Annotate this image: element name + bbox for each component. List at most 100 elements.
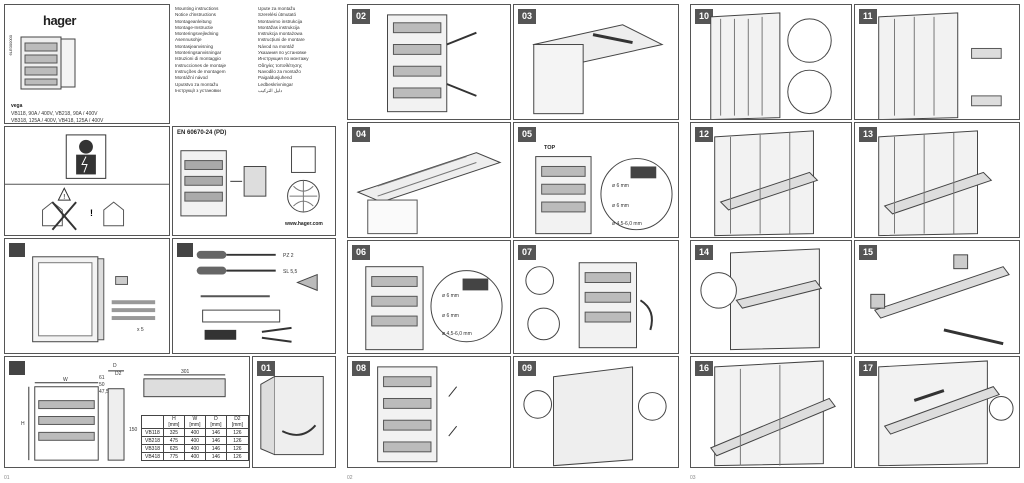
- tool-sl: SL 5,5: [283, 269, 298, 275]
- step-14-panel: 14: [690, 240, 852, 354]
- step-number: 10: [695, 9, 714, 24]
- website-link[interactable]: www.hager.com: [285, 221, 323, 227]
- qty-x5: x 5: [137, 327, 144, 333]
- safety-panel: ! !: [4, 126, 170, 236]
- dim-47: 47,5: [99, 389, 109, 395]
- step-12-illustration: [714, 130, 819, 237]
- tools-illustration: [196, 250, 318, 343]
- step-03-panel: 03: [513, 4, 679, 120]
- step-17-panel: 17: [854, 356, 1020, 468]
- step-16-panel: 16: [690, 356, 852, 468]
- step-10-illustration: [710, 12, 832, 119]
- step-14-illustration: [700, 248, 823, 351]
- dim-301: 301: [181, 369, 190, 375]
- step-15-panel: 15: [854, 240, 1020, 354]
- step-06-illustration: [365, 266, 503, 351]
- sheet-1: hager 6LE000000 vega VB118, 90A / 400V, …: [0, 0, 340, 483]
- top-label: TOP: [544, 145, 556, 151]
- ruler-icon: [9, 361, 25, 375]
- drill-c: ø 4,5-6,0 mm: [442, 331, 472, 337]
- product-line-2: VB318, 125A / 400V, VB418, 125A / 400V: [11, 118, 104, 124]
- svg-text:!: !: [90, 208, 93, 218]
- step-12-panel: 12: [690, 122, 852, 238]
- drill-b: ø 6 mm: [612, 203, 629, 209]
- dim-d: D: [113, 363, 117, 369]
- tools-icon: [177, 243, 193, 257]
- dim-h: H: [21, 421, 25, 427]
- enclosure-illustration: [20, 36, 76, 90]
- step-08-illustration: [377, 366, 458, 463]
- step-number: 11: [859, 9, 877, 24]
- standard-panel: EN 60670-24 (PD) www.hager.com: [172, 126, 336, 236]
- dim-61: 61: [99, 375, 105, 381]
- step-number: 14: [695, 245, 714, 260]
- page-number: 03: [690, 475, 696, 481]
- step-number: 05: [518, 127, 537, 142]
- step-number: 06: [352, 245, 371, 260]
- cover-panel: hager 6LE000000 vega VB118, 90A / 400V, …: [4, 4, 170, 124]
- page-number: 02: [347, 475, 353, 481]
- page-number: 01: [4, 475, 10, 481]
- step-02-panel: 02: [347, 4, 511, 120]
- standard-label: EN 60670-24 (PD): [177, 130, 227, 136]
- product-name: vega: [11, 103, 23, 109]
- door-open-illustration: [260, 376, 324, 456]
- enclosure-standard-illustration: [180, 146, 320, 217]
- step-04-illustration: [356, 152, 502, 235]
- step-10-panel: 10: [690, 4, 852, 120]
- step-number: 02: [352, 9, 371, 24]
- dim-50: 50: [99, 382, 105, 388]
- electrician-warning-illustration: ! !: [5, 134, 169, 231]
- step-03-illustration: [532, 24, 664, 115]
- step-number: 07: [518, 245, 537, 260]
- step-16-illustration: [709, 360, 836, 467]
- step-number: 04: [352, 127, 371, 142]
- drill-b: ø 6 mm: [442, 313, 459, 319]
- dimension-drawing: [28, 370, 226, 461]
- step-06-panel: 06 ø 6 mm ø 6 mm ø 4,5-6,0 mm: [347, 240, 511, 354]
- box-icon: [9, 243, 25, 257]
- step-13-illustration: [878, 130, 993, 237]
- step-05-panel: 05 TOP ø 6 mm ø 6 mm ø 4,5-6,0 mm: [513, 122, 679, 238]
- step-07-illustration: [525, 262, 653, 349]
- dimensions-panel: W H D D2 150 301 61 50 47,5 H [mm]W [mm]…: [4, 356, 250, 468]
- dim-150: 150: [129, 427, 138, 433]
- dim-d2: D2: [115, 371, 122, 377]
- step-11-illustration: [878, 12, 1002, 119]
- tool-pz: PZ 2: [283, 253, 294, 259]
- brand-logo: hager: [43, 13, 76, 28]
- step-01-panel: 01: [252, 356, 336, 468]
- step-08-panel: 08: [347, 356, 511, 468]
- step-04-panel: 04: [347, 122, 511, 238]
- step-13-panel: 13: [854, 122, 1020, 238]
- step-07-panel: 07: [513, 240, 679, 354]
- step-05-illustration: [535, 156, 673, 235]
- package-contents-illustration: [32, 256, 156, 343]
- svg-text:!: !: [63, 194, 65, 201]
- package-contents-panel: x 5: [4, 238, 170, 354]
- step-number: 16: [695, 361, 714, 376]
- doc-code: 6LE000000: [8, 35, 13, 56]
- step-number: 15: [859, 245, 878, 260]
- drill-c: ø 4,5-6,0 mm: [612, 221, 642, 227]
- step-number: 12: [695, 127, 714, 142]
- step-number: 09: [518, 361, 537, 376]
- sheet-2: 02 03 04 05 TOP ø 6 mm ø 6: [343, 0, 683, 483]
- drill-a: ø 6 mm: [612, 183, 629, 189]
- step-number: 17: [859, 361, 878, 376]
- sheet-3: 10 11 12 13 14: [686, 0, 1024, 483]
- step-09-illustration: [523, 366, 667, 467]
- drill-a: ø 6 mm: [442, 293, 459, 299]
- product-line-1: VB118, 90A / 400V, VB218, 90A / 400V: [11, 111, 98, 117]
- dim-w: W: [63, 377, 68, 383]
- tools-panel: PZ 2 SL 5,5: [172, 238, 336, 354]
- step-number: 01: [257, 361, 276, 376]
- step-15-illustration: [870, 254, 1010, 346]
